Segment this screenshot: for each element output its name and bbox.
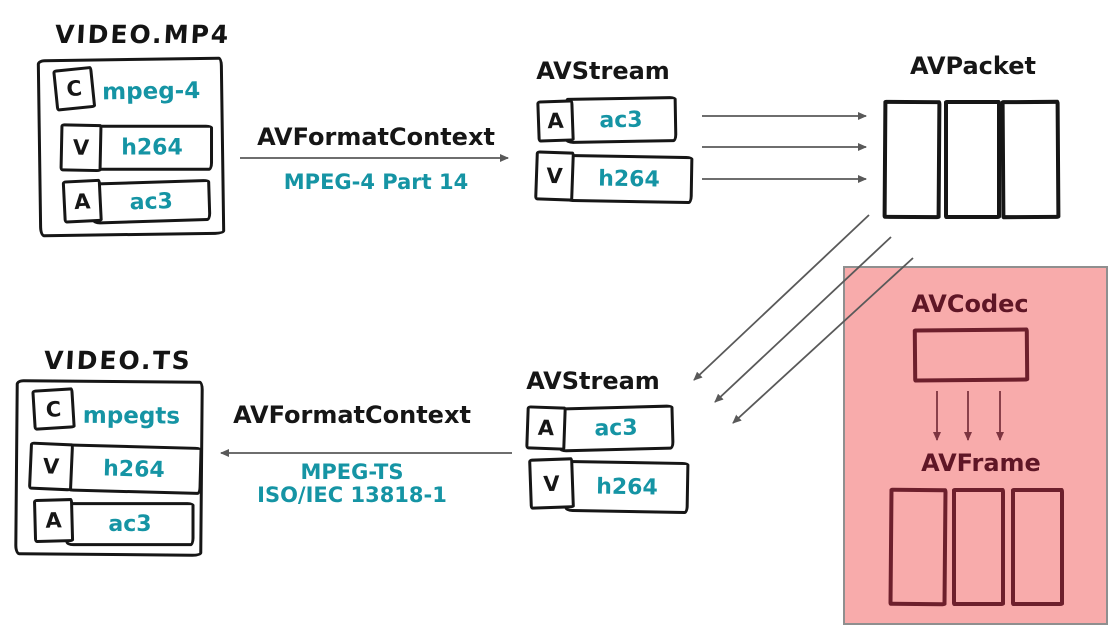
frame-title: AVFrame	[921, 449, 1041, 477]
stream-out-audio-label: ac3	[594, 415, 638, 442]
mux-format-subtitle: MPEG-TS ISO/IEC 13818-1	[206, 461, 498, 507]
ts-file-card: C mpegts V h264 A ac3	[14, 379, 204, 557]
stream-in-audio-bar: ac3	[564, 96, 678, 144]
stream-out-video-bar: h264	[564, 459, 690, 515]
video-badge: V	[27, 441, 75, 492]
stream-in-video-label: h264	[597, 165, 661, 193]
mp4-file-card: C mpeg-4 V h264 A ac3	[36, 56, 226, 238]
stream-in-audio-badge: A	[536, 99, 575, 143]
packet-rect	[882, 99, 942, 220]
demux-formatcontext-title: AVFormatContext	[257, 123, 495, 151]
video-codec-bar: h264	[91, 124, 214, 171]
container-format-label: mpeg-4	[102, 78, 201, 106]
mux-formatcontext-title: AVFormatContext	[233, 401, 471, 429]
packet-title: AVPacket	[910, 52, 1036, 80]
codec-rect	[912, 327, 1030, 383]
audio-badge: A	[32, 498, 75, 544]
stream-out-video-label: h264	[595, 473, 659, 501]
frame-rect	[952, 488, 1005, 606]
codec-title: AVCodec	[911, 290, 1029, 318]
video-badge: V	[59, 123, 103, 173]
video-codec-bar: h264	[65, 443, 203, 495]
stream-in-title: AVStream	[536, 57, 670, 85]
audio-codec-bar: ac3	[91, 178, 212, 225]
mux-subtitle-line1: MPEG-TS	[300, 460, 404, 484]
mux-subtitle-line2: ISO/IEC 13818-1	[257, 483, 447, 507]
stream-in-audio-label: ac3	[599, 107, 643, 133]
container-format-label: mpegts	[82, 402, 181, 430]
stream-in-video-badge: V	[534, 150, 575, 202]
stream-out-video-badge: V	[528, 457, 575, 510]
audio-codec-label: ac3	[108, 511, 152, 537]
stream-in-video-bar: h264	[564, 153, 694, 205]
audio-badge: A	[61, 178, 103, 224]
audio-codec-label: ac3	[129, 188, 174, 215]
ts-file-title: VIDEO.TS	[43, 346, 193, 375]
frame-rect	[1011, 488, 1064, 606]
frame-rect	[888, 487, 948, 607]
video-codec-label: h264	[121, 135, 183, 161]
audio-codec-bar: ac3	[65, 502, 195, 547]
demux-format-subtitle: MPEG-4 Part 14	[283, 170, 469, 194]
packet-rect	[944, 100, 1001, 219]
video-codec-label: h264	[102, 455, 166, 483]
packet-rect	[1000, 99, 1061, 220]
stream-out-title: AVStream	[526, 367, 660, 395]
container-badge: C	[31, 387, 76, 431]
stream-out-audio-bar: ac3	[557, 404, 675, 453]
mp4-file-title: VIDEO.MP4	[54, 20, 232, 49]
stream-out-audio-badge: A	[525, 405, 567, 451]
container-badge: C	[52, 65, 97, 112]
